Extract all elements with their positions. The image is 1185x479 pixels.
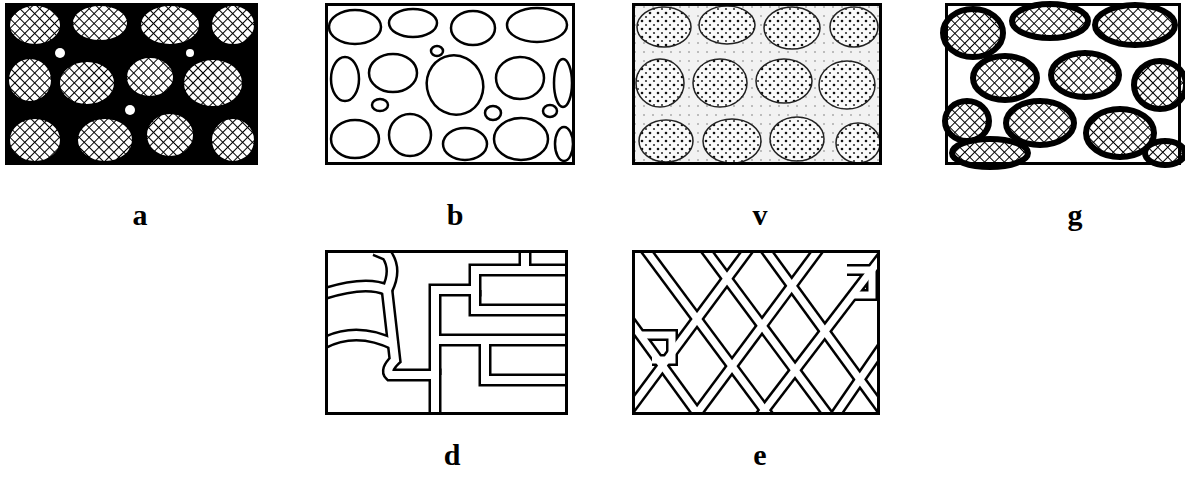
- panel-g: [943, 3, 1185, 167]
- panel-v: [632, 3, 882, 165]
- panel-d: [320, 250, 570, 415]
- panel-letter: d: [444, 440, 461, 470]
- panel-letter: a: [133, 200, 148, 230]
- panel-e: [622, 245, 887, 420]
- panel-letter: b: [447, 200, 464, 230]
- panel-letter: v: [753, 200, 768, 230]
- panel-b: [325, 3, 575, 165]
- panel-letter: g: [1068, 200, 1083, 230]
- panel-letter: e: [753, 440, 766, 470]
- panel-a: [5, 3, 258, 165]
